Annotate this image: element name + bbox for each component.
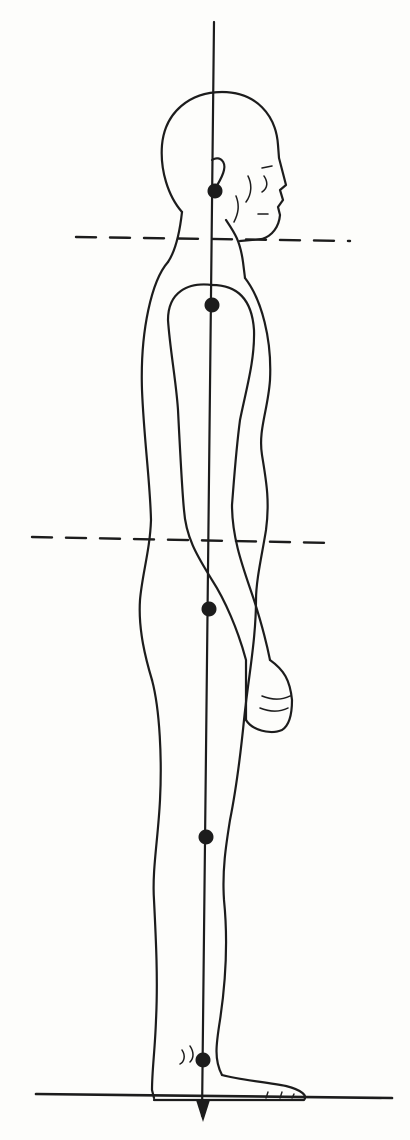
hip-marker xyxy=(202,602,217,617)
finger-lines xyxy=(260,696,290,711)
knee-marker xyxy=(199,830,214,845)
ear-marker xyxy=(208,184,223,199)
lower-dashed-line xyxy=(32,537,334,543)
plumb-bob-arrowhead xyxy=(196,1100,210,1122)
back-outline xyxy=(140,262,168,680)
ankle-marker xyxy=(196,1053,211,1068)
leg-back xyxy=(152,680,161,1098)
hand-outline xyxy=(246,660,292,732)
arm-front xyxy=(212,285,270,660)
neck-back xyxy=(168,212,182,262)
face-lines xyxy=(234,166,272,222)
upper-dashed-line xyxy=(76,237,350,241)
shoulder-marker xyxy=(205,298,220,313)
ground-line xyxy=(36,1094,392,1098)
chest-outline xyxy=(245,278,270,600)
jaw-line xyxy=(226,220,245,278)
ankle-detail xyxy=(180,1046,193,1064)
leg-front xyxy=(217,600,257,1075)
